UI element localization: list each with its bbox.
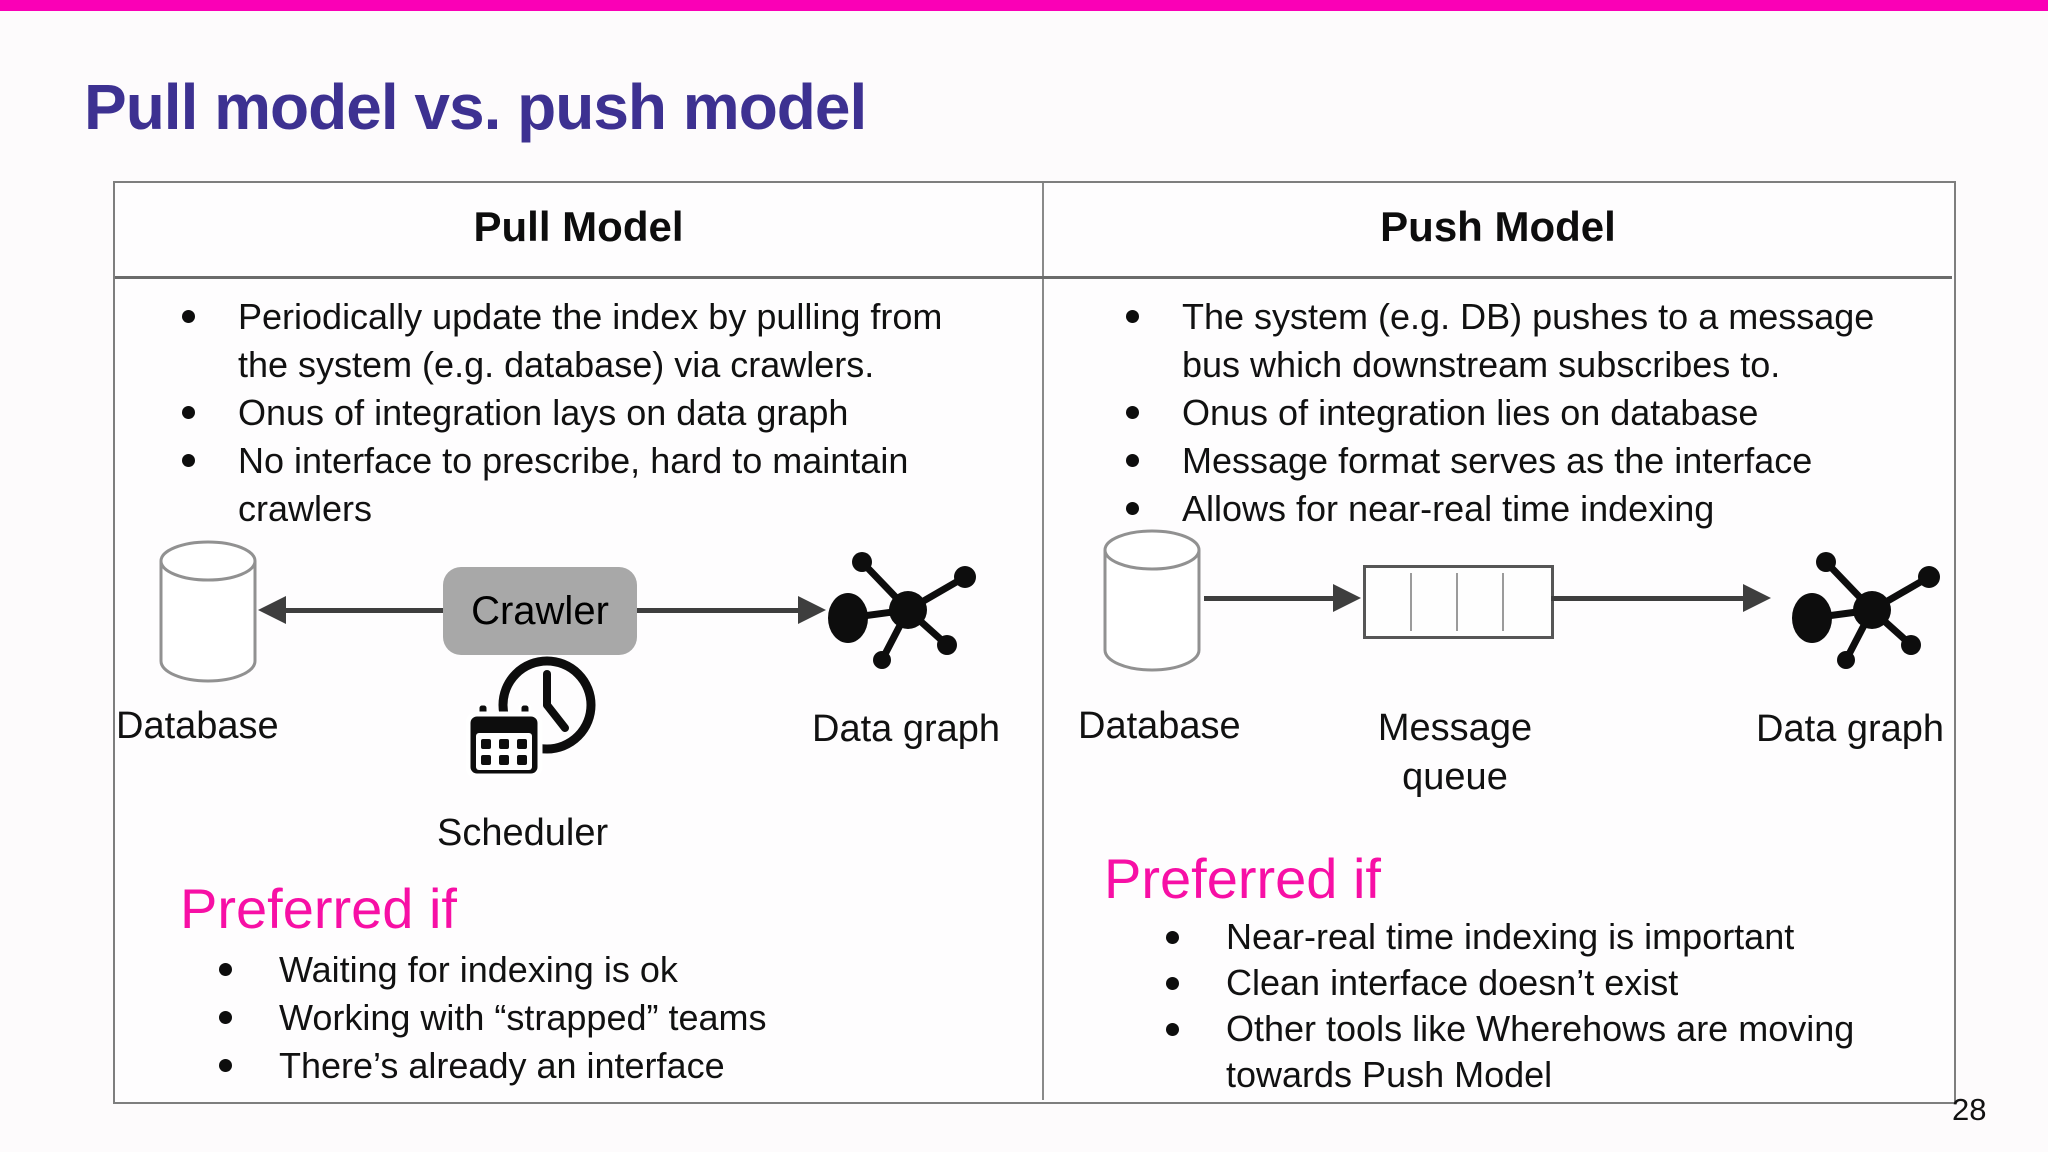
database-label: Database [116, 705, 279, 747]
data-graph-icon [1792, 552, 1940, 669]
list-item: Other tools like Wherehows are moving to… [1158, 1006, 1948, 1098]
push-bullet-list: The system (e.g. DB) pushes to a message… [1122, 293, 1952, 533]
list-item: Onus of integration lies on database [1122, 389, 1952, 437]
message-queue-box [1363, 565, 1554, 639]
accent-bar [0, 0, 2048, 11]
pull-model-header: Pull Model [473, 203, 684, 250]
database-cylinder-icon [159, 540, 257, 683]
push-preferred-heading: Preferred if [1104, 847, 1381, 910]
message-queue-label: Message queue [1377, 707, 1533, 798]
arrow-right-line [637, 608, 798, 613]
list-item: Near-real time indexing is important [1158, 914, 1948, 960]
arrow-right-icon [1743, 584, 1771, 612]
queue-cell-divider [1502, 573, 1504, 631]
scheduler-icon [466, 656, 596, 779]
data-graph-label: Data graph [812, 708, 1001, 750]
queue-cell-divider [1456, 573, 1458, 631]
list-item: No interface to prescribe, hard to maint… [178, 437, 1034, 533]
column-divider [1042, 183, 1044, 1100]
pull-preferred-heading: Preferred if [180, 877, 457, 940]
database-label: Database [1078, 705, 1241, 747]
list-item: Periodically update the index by pulling… [178, 293, 1034, 389]
arrow-right-icon [1333, 584, 1361, 612]
header-separator [115, 276, 1952, 279]
arrow-right-icon [798, 596, 826, 624]
list-item: Onus of integration lays on data graph [178, 389, 1034, 437]
comparison-table [113, 181, 1956, 1104]
list-item: Message format serves as the interface [1122, 437, 1952, 485]
list-item: There’s already an interface [211, 1042, 911, 1090]
arrow-left-icon [258, 596, 286, 624]
database-cylinder-icon [1103, 529, 1201, 672]
data-graph-icon [828, 552, 976, 669]
pull-bullet-list: Periodically update the index by pulling… [178, 293, 1034, 533]
arrow-line [1204, 596, 1335, 601]
page-title: Pull model vs. push model [84, 71, 867, 143]
list-item: Waiting for indexing is ok [211, 946, 911, 994]
arrow-line [1551, 596, 1743, 601]
list-item: The system (e.g. DB) pushes to a message… [1122, 293, 1952, 389]
arrow-left-line [284, 608, 444, 613]
list-item: Working with “strapped” teams [211, 994, 911, 1042]
page-number: 28 [1952, 1092, 1987, 1127]
list-item: Clean interface doesn’t exist [1158, 960, 1948, 1006]
push-preferred-list: Near-real time indexing is important Cle… [1158, 914, 1948, 1098]
push-model-header: Push Model [1380, 203, 1616, 250]
list-item: Allows for near-real time indexing [1122, 485, 1952, 533]
crawler-box: Crawler [443, 567, 637, 655]
crawler-label: Crawler [471, 588, 609, 633]
queue-cell-divider [1410, 573, 1412, 631]
scheduler-label: Scheduler [437, 812, 609, 854]
data-graph-label: Data graph [1756, 708, 1945, 750]
pull-preferred-list: Waiting for indexing is ok Working with … [211, 946, 911, 1090]
